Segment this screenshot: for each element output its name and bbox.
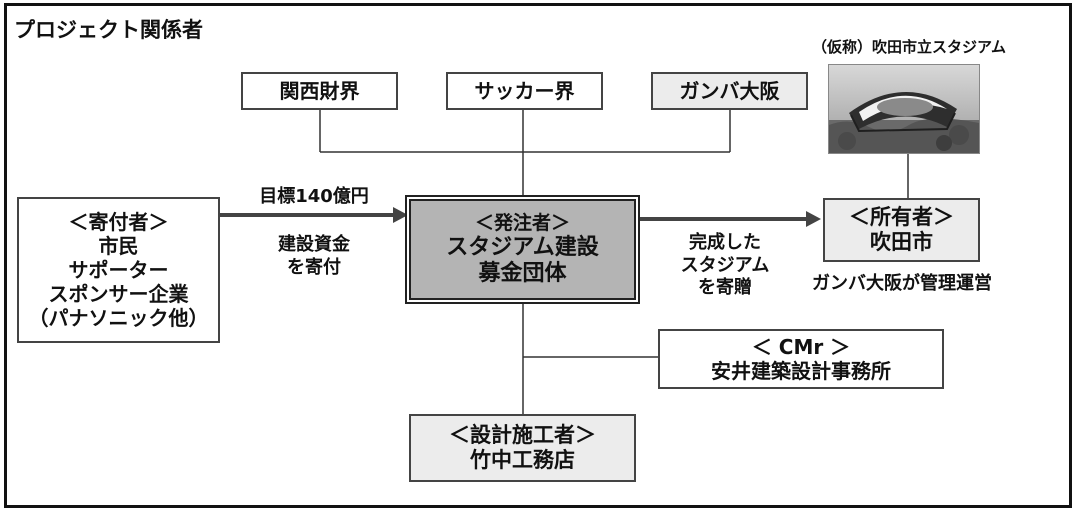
donors-heading: ＜寄付者＞ xyxy=(68,210,169,234)
gift-label: 完成した スタジアム を寄贈 xyxy=(650,232,800,300)
cmr-name: 安井建築設計事務所 xyxy=(711,359,891,383)
stadium-photo xyxy=(828,64,980,154)
box-contractor: ＜設計施工者＞ 竹中工務店 xyxy=(409,414,636,482)
donors-line: （パナソニック他） xyxy=(28,306,209,330)
box-soccer-world: サッカー界 xyxy=(446,72,603,110)
diagram-title: プロジェクト関係者 xyxy=(14,18,203,42)
orderer-line: スタジアム建設 xyxy=(446,234,599,260)
photo-caption: （仮称）吹田市立スタジアム xyxy=(812,38,1006,56)
cmr-heading: ＜ CMr ＞ xyxy=(751,335,851,359)
box-donors: ＜寄付者＞ 市民 サポーター スポンサー企業 （パナソニック他） xyxy=(17,197,220,343)
box-cmr: ＜ CMr ＞ 安井建築設計事務所 xyxy=(658,329,944,389)
donation-purpose-line: を寄付 xyxy=(287,256,341,278)
owner-heading: ＜所有者＞ xyxy=(849,204,954,229)
box-gamba-label: ガンバ大阪 xyxy=(679,79,780,103)
gift-line: を寄贈 xyxy=(698,277,752,298)
arrow-gift-head xyxy=(806,211,821,227)
donors-line: スポンサー企業 xyxy=(48,282,189,306)
donation-purpose-label: 建設資金 を寄付 xyxy=(234,234,394,279)
donation-purpose-line: 建設資金 xyxy=(278,234,350,255)
owner-name: 吹田市 xyxy=(870,230,933,254)
box-kansai-label: 関西財界 xyxy=(279,79,360,103)
box-orderer: ＜発注者＞ スタジアム建設 募金団体 xyxy=(409,199,636,300)
orderer-line: 募金団体 xyxy=(478,260,567,286)
box-owner: ＜所有者＞ 吹田市 xyxy=(823,198,980,262)
box-kansai-business: 関西財界 xyxy=(241,72,398,110)
contractor-name: 竹中工務店 xyxy=(470,448,575,472)
orderer-heading: ＜発注者＞ xyxy=(474,211,570,234)
gift-line: 完成した xyxy=(689,232,761,253)
box-soccer-label: サッカー界 xyxy=(474,79,575,103)
gift-line: スタジアム xyxy=(680,254,770,276)
donors-line: サポーター xyxy=(68,258,169,282)
donors-line: 市民 xyxy=(98,234,139,258)
box-gamba-osaka: ガンバ大阪 xyxy=(651,72,808,110)
donation-target-label: 目標140億円 xyxy=(259,186,369,207)
owner-management-note: ガンバ大阪が管理運営 xyxy=(812,273,992,294)
contractor-heading: ＜設計施工者＞ xyxy=(449,422,596,447)
arrow-donation-head xyxy=(393,207,408,223)
